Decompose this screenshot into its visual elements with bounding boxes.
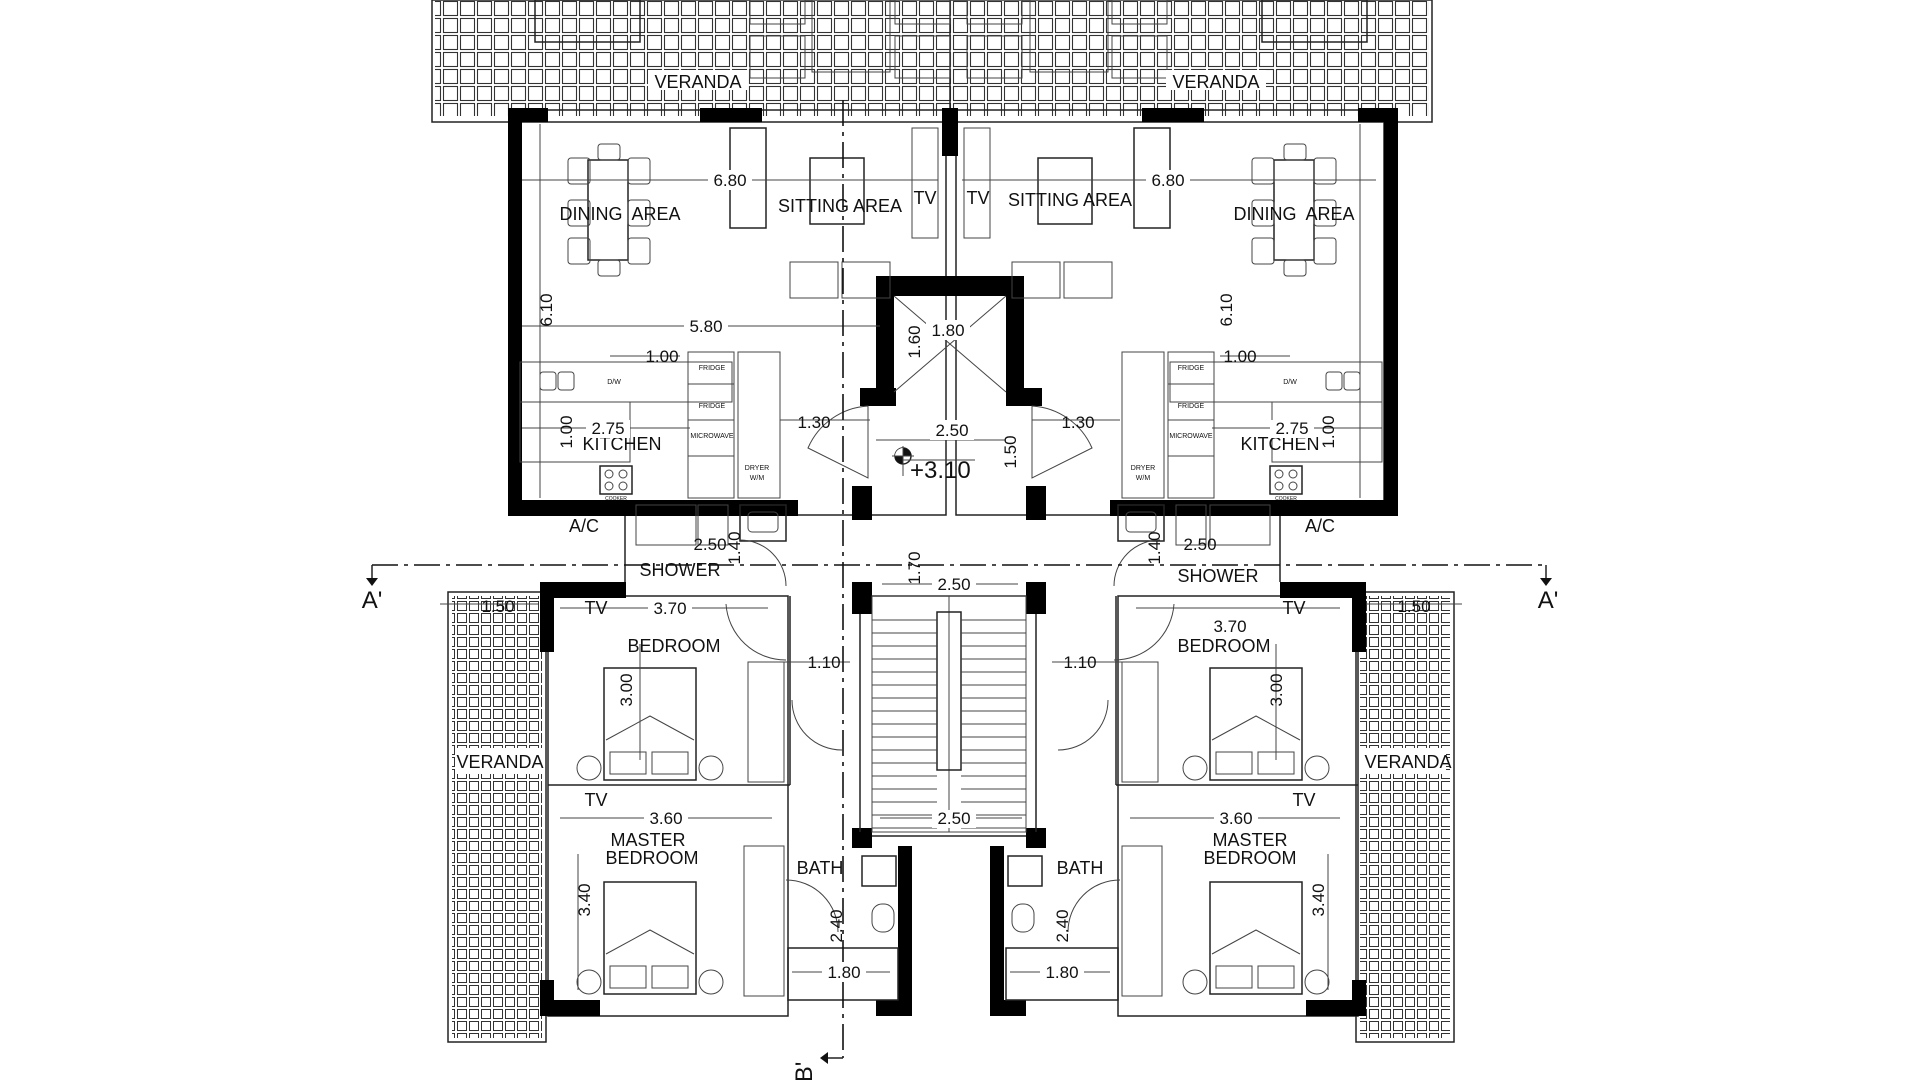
- right-dryer: DRYER: [1131, 465, 1155, 472]
- left-microwave: MICROWAVE: [690, 433, 733, 440]
- dimension-labels: 6.80 6.80 6.10 6.10 5.80 1.00 1.00 2.75 …: [481, 170, 1431, 982]
- dim-passage-left: 1.30: [797, 413, 830, 432]
- tv-left: TV: [913, 188, 936, 208]
- dim-counter-left: 1.00: [645, 347, 678, 366]
- ac-left: A/C: [569, 516, 599, 536]
- left-wm: W/M: [750, 475, 765, 482]
- right-cooker: COOKER: [1275, 496, 1297, 502]
- staircase: [871, 595, 1027, 833]
- section-label-b: B': [791, 1062, 818, 1080]
- dim-shower-depth-left: 1.40: [725, 531, 744, 564]
- top-veranda: VERANDA VERANDA: [431, 0, 1433, 123]
- dim-side-veranda-left: 1.50: [481, 597, 514, 616]
- veranda-label-top-left: VERANDA: [654, 72, 741, 92]
- dim-master-depth-left: 3.40: [575, 883, 594, 916]
- dim-lobby-depth: 1.70: [905, 551, 924, 584]
- elevation-level: +3.10: [910, 457, 971, 484]
- dim-stair-width-top: 2.50: [937, 575, 970, 594]
- dim-master-width-right: 3.60: [1219, 809, 1252, 828]
- dim-corridor-left: 1.10: [807, 653, 840, 672]
- dim-side-veranda-right: 1.50: [1397, 597, 1430, 616]
- bedroom-right: BEDROOM: [1177, 636, 1270, 656]
- tv-bedroom-right: TV: [1282, 598, 1305, 618]
- bedroom-left: BEDROOM: [627, 636, 720, 656]
- left-cooker: COOKER: [605, 496, 627, 502]
- master-right-1: MASTER: [1212, 830, 1287, 850]
- dim-bedroom-depth-left: 3.00: [617, 673, 636, 706]
- right-microwave: MICROWAVE: [1169, 433, 1212, 440]
- dim-kitchen-depth-left: 1.00: [557, 415, 576, 448]
- dimension-lines: [440, 124, 1462, 990]
- dim-shower-depth-right: 1.40: [1145, 531, 1164, 564]
- room-labels: DINING AREA DINING AREA SITTING AREA SIT…: [559, 188, 1354, 878]
- dim-living-depth-right: 6.10: [1217, 293, 1236, 326]
- shower-right: SHOWER: [1178, 566, 1259, 586]
- right-wm: W/M: [1136, 475, 1151, 482]
- dim-counter-right: 1.00: [1223, 347, 1256, 366]
- master-left-1: MASTER: [610, 830, 685, 850]
- dim-kitchen-width-right: 2.75: [1275, 419, 1308, 438]
- master-right-2: BEDROOM: [1203, 848, 1296, 868]
- tv-master-right: TV: [1292, 790, 1315, 810]
- dim-living-depth-left: 6.10: [537, 293, 556, 326]
- dim-kitchen-width-left: 2.75: [591, 419, 624, 438]
- section-label-a-left: A': [362, 587, 383, 614]
- dim-corridor-right: 1.10: [1063, 653, 1096, 672]
- dim-lift-width: 1.80: [931, 321, 964, 340]
- sitting-area-right: SITTING AREA: [1008, 190, 1132, 210]
- left-apartment-furniture: FRIDGE FRIDGE MICROWAVE DRYER W/M D/W CO…: [519, 127, 939, 1001]
- left-fridge-1: FRIDGE: [699, 365, 726, 372]
- left-dryer: DRYER: [745, 465, 769, 472]
- right-dw: D/W: [1283, 379, 1297, 386]
- door-swings: [725, 405, 1175, 933]
- veranda-label-left: VERANDA: [456, 752, 543, 772]
- tv-bedroom-left: TV: [584, 598, 607, 618]
- dim-master-depth-right: 3.40: [1309, 883, 1328, 916]
- dim-bath-width-right: 1.80: [1045, 963, 1078, 982]
- tv-master-left: TV: [584, 790, 607, 810]
- dim-bedroom-depth-right: 3.00: [1267, 673, 1286, 706]
- left-fridge-2: FRIDGE: [699, 403, 726, 410]
- dining-area-right: DINING AREA: [1233, 204, 1354, 224]
- dim-living-width-right: 6.80: [1151, 171, 1184, 190]
- elevation-marker: +3.10: [892, 446, 975, 484]
- sitting-area-left: SITTING AREA: [778, 196, 902, 216]
- dim-stair-width-bottom: 2.50: [937, 809, 970, 828]
- veranda-label-right: VERANDA: [1364, 752, 1451, 772]
- dining-area-left: DINING AREA: [559, 204, 680, 224]
- dim-passage-right: 1.30: [1061, 413, 1094, 432]
- section-label-a-right: A': [1538, 587, 1559, 614]
- right-apartment-furniture: FRIDGE FRIDGE MICROWAVE DRYER W/M D/W CO…: [963, 127, 1383, 1001]
- ac-right: A/C: [1305, 516, 1335, 536]
- kitchen-right: KITCHEN: [1240, 434, 1319, 454]
- dim-master-width-left: 3.60: [649, 809, 682, 828]
- bath-right: BATH: [1057, 858, 1104, 878]
- right-fridge-1: FRIDGE: [1178, 365, 1205, 372]
- dim-bath-depth-right: 2.40: [1053, 909, 1072, 942]
- dim-landing-width: 2.50: [935, 421, 968, 440]
- kitchen-left: KITCHEN: [582, 434, 661, 454]
- veranda-label-top-right: VERANDA: [1172, 72, 1259, 92]
- right-fridge-2: FRIDGE: [1178, 403, 1205, 410]
- dim-bath-width-left: 1.80: [827, 963, 860, 982]
- shower-left: SHOWER: [640, 560, 721, 580]
- dim-bedroom-width-right: 3.70: [1213, 617, 1246, 636]
- tv-right: TV: [966, 188, 989, 208]
- dim-shower-width-right: 2.50: [1183, 535, 1216, 554]
- dim-landing-depth: 1.50: [1001, 435, 1020, 468]
- dim-kitchen-run: 5.80: [689, 317, 722, 336]
- dim-lift-depth: 1.60: [905, 325, 924, 358]
- left-dw: D/W: [607, 379, 621, 386]
- dim-kitchen-depth-right: 1.00: [1319, 415, 1338, 448]
- bath-left: BATH: [797, 858, 844, 878]
- master-left-2: BEDROOM: [605, 848, 698, 868]
- dim-shower-width-left: 2.50: [693, 535, 726, 554]
- section-lines: A' A' B': [362, 100, 1559, 1080]
- dim-bedroom-width-left: 3.70: [653, 599, 686, 618]
- dim-bath-depth-left: 2.40: [827, 909, 846, 942]
- dim-living-width-left: 6.80: [713, 171, 746, 190]
- side-verandas: VERANDA VERANDA: [447, 591, 1455, 1043]
- elevator: [893, 295, 1007, 393]
